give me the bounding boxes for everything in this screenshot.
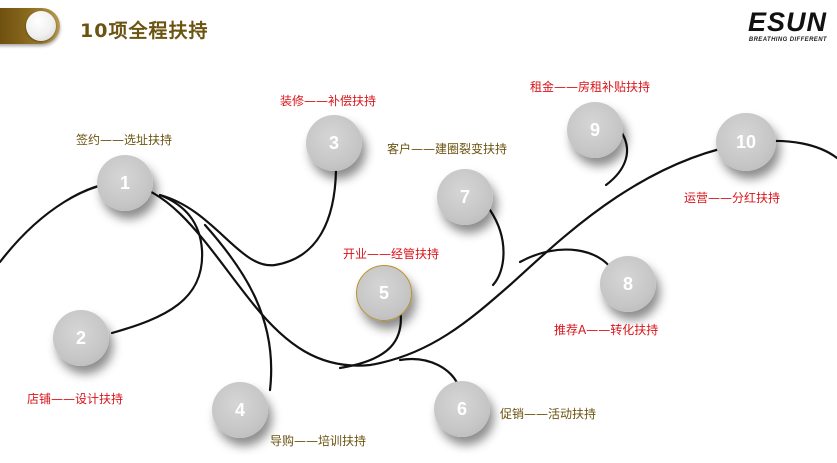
step-label-10: 运营——分红扶持 bbox=[684, 191, 781, 205]
step-node-10: 10 bbox=[716, 113, 776, 171]
step-label-4: 导购——培训扶持 bbox=[270, 434, 367, 448]
brand-logo: ESUN BREATHING DIFFERENT bbox=[748, 8, 827, 44]
step-node-5: 5 bbox=[356, 265, 412, 321]
step-node-3: 3 bbox=[306, 115, 362, 171]
step-node-4: 4 bbox=[212, 382, 268, 438]
curve-to-2 bbox=[110, 193, 204, 335]
step-label-6: 促销——活动扶持 bbox=[500, 407, 597, 421]
curve-to-6 bbox=[398, 357, 460, 387]
step-label-3: 装修——补偿扶持 bbox=[280, 94, 377, 108]
curve-to-3 bbox=[158, 168, 338, 267]
step-node-2: 2 bbox=[53, 310, 109, 366]
step-node-1: 1 bbox=[97, 155, 153, 211]
curve-to-4 bbox=[203, 223, 273, 392]
step-node-9: 9 bbox=[567, 102, 623, 158]
step-label-8: 推荐A——转化扶持 bbox=[554, 323, 659, 337]
step-node-8: 8 bbox=[600, 256, 656, 312]
curve-to-7 bbox=[488, 208, 505, 287]
step-label-9: 租金——房租补贴扶持 bbox=[530, 80, 651, 94]
logo-tagline: BREATHING DIFFERENT bbox=[748, 37, 827, 43]
page-title: 10项全程扶持 bbox=[80, 20, 209, 42]
step-label-5: 开业——经管扶持 bbox=[343, 247, 440, 261]
logo-text: ESUN bbox=[747, 7, 827, 37]
curve-to-5 bbox=[338, 306, 402, 370]
curve-to-8 bbox=[518, 248, 614, 272]
step-node-7: 7 bbox=[437, 169, 493, 225]
curve-to-9 bbox=[604, 128, 629, 187]
step-node-6: 6 bbox=[434, 381, 490, 437]
step-label-7: 客户——建圈裂变扶持 bbox=[387, 142, 508, 156]
title-knob-decoration bbox=[26, 11, 56, 41]
step-label-1: 签约——选址扶持 bbox=[76, 133, 173, 147]
step-label-2: 店铺——设计扶持 bbox=[27, 392, 124, 406]
